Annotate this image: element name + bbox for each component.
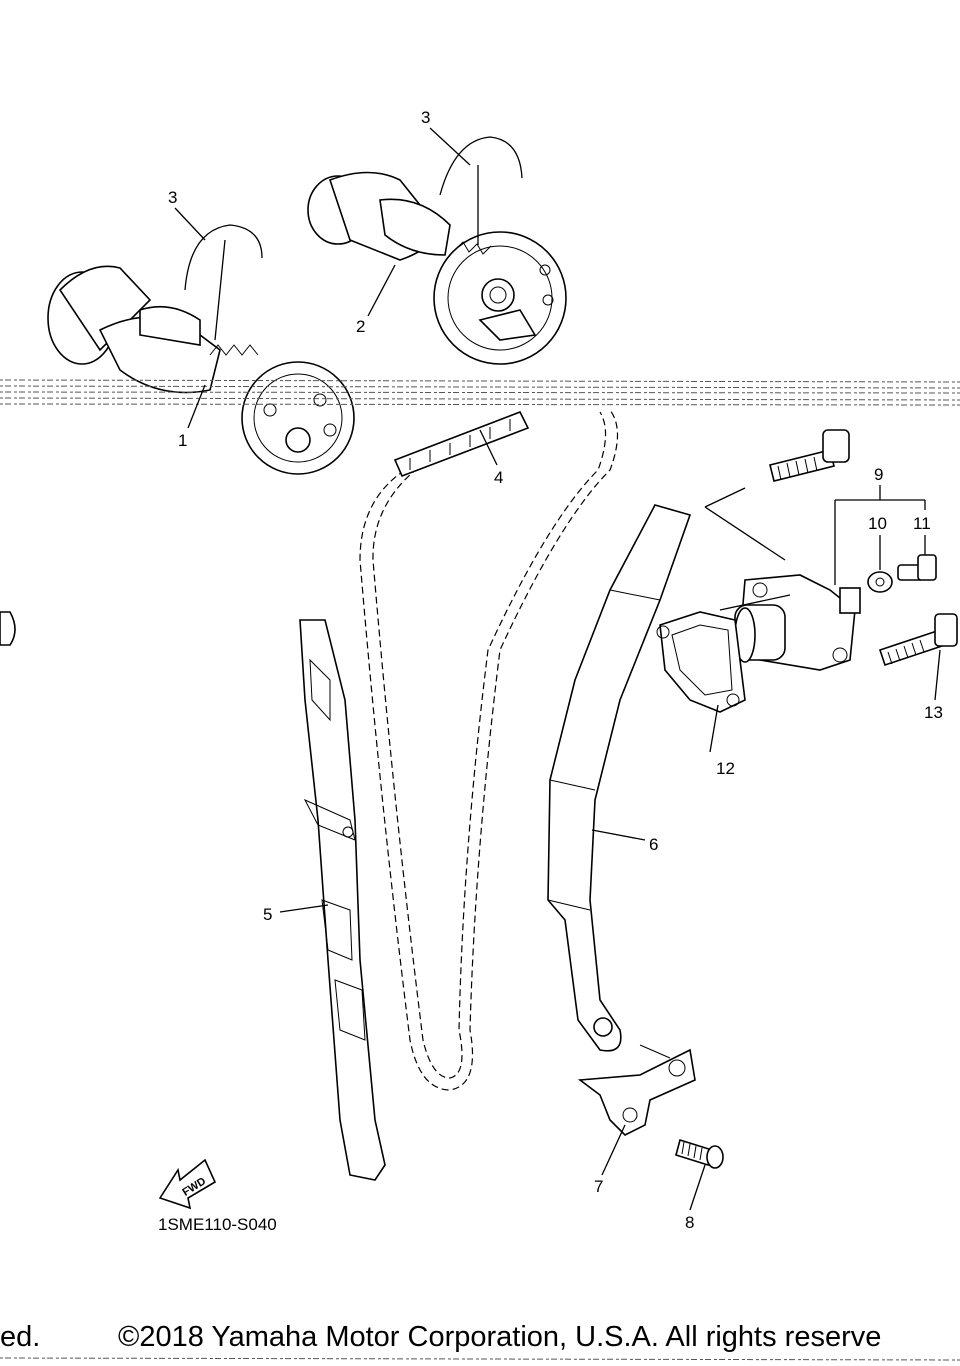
- stopper-guide-7[interactable]: [577, 1044, 696, 1136]
- callout-4[interactable]: 4: [494, 468, 503, 487]
- callout-1[interactable]: 1: [178, 431, 187, 450]
- tensioner-guide-6[interactable]: [547, 504, 692, 1052]
- camshaft-exhaust[interactable]: [47, 265, 355, 475]
- callout-13[interactable]: 13: [924, 703, 943, 722]
- tensioner-assembly[interactable]: [734, 574, 861, 671]
- callout-11[interactable]: 11: [913, 514, 931, 533]
- bolt-8[interactable]: [675, 1138, 724, 1169]
- callout-7[interactable]: 7: [594, 1177, 603, 1196]
- timing-chain[interactable]: [359, 409, 619, 1091]
- bolt-11[interactable]: [897, 554, 937, 581]
- drawing-code: 1SME110-S040: [158, 1215, 277, 1234]
- scan-artifact: [0, 379, 960, 1361]
- chain-guide-5[interactable]: [299, 619, 386, 1181]
- callout-10[interactable]: 10: [868, 514, 887, 533]
- callout-3b[interactable]: 3: [421, 108, 430, 127]
- callout-2[interactable]: 2: [356, 317, 365, 336]
- clip-right[interactable]: [439, 136, 523, 196]
- callouts: 1 2 3 3 4 5 6 7 8 9 10 11 12 13: [168, 108, 943, 1232]
- clip-left[interactable]: [184, 224, 263, 291]
- fwd-arrow: FWD: [158, 1158, 217, 1210]
- washer-10[interactable]: [867, 571, 893, 593]
- gasket-12[interactable]: [656, 611, 746, 713]
- leader-lines: [174, 127, 941, 1211]
- callout-6[interactable]: 6: [649, 835, 658, 854]
- partial-bolt: [0, 611, 16, 646]
- copyright-left-fragment: ed.: [0, 1321, 40, 1353]
- callout-3a[interactable]: 3: [168, 188, 177, 207]
- callout-5[interactable]: 5: [263, 905, 272, 924]
- callout-9[interactable]: 9: [874, 465, 883, 484]
- bolt-13[interactable]: [878, 613, 958, 667]
- copyright-text: ©2018 Yamaha Motor Corporation, U.S.A. A…: [118, 1321, 881, 1353]
- callout-12[interactable]: 12: [716, 759, 735, 778]
- bolt-upper[interactable]: [769, 429, 850, 482]
- camshaft-intake[interactable]: [307, 171, 567, 365]
- callout-8[interactable]: 8: [685, 1213, 694, 1232]
